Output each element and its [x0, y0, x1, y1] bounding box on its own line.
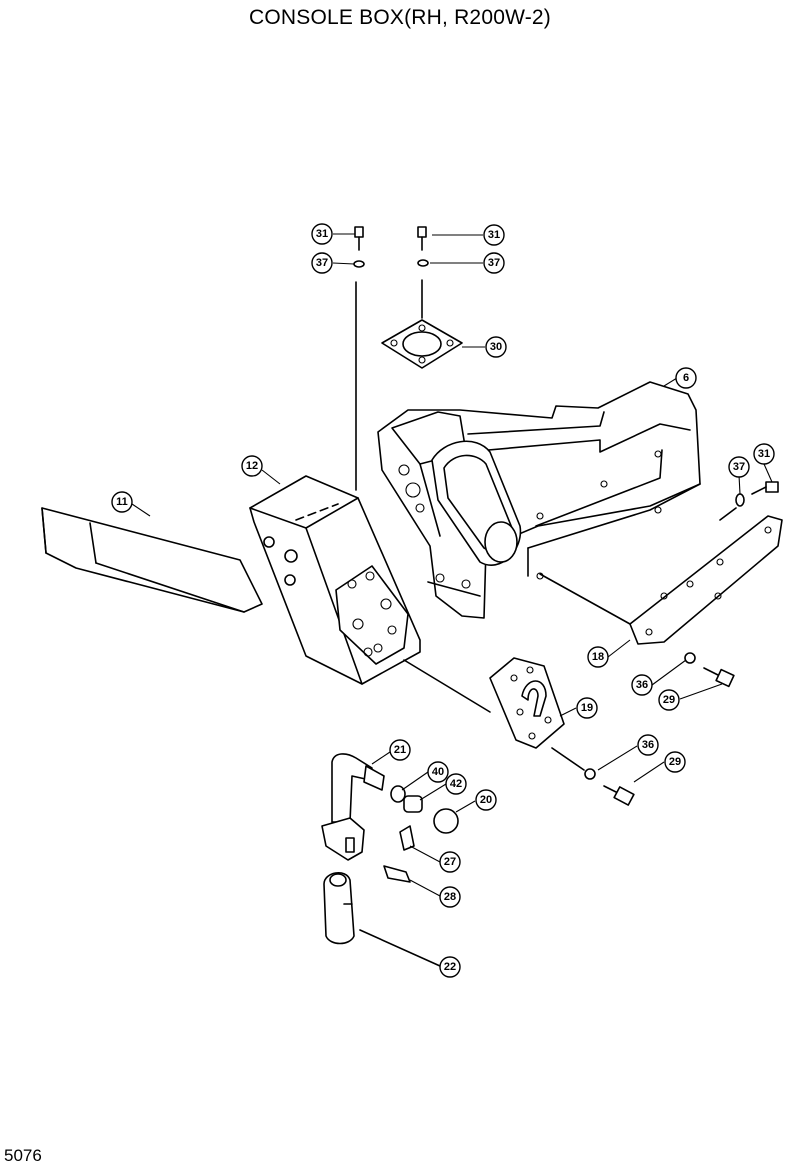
svg-text:21: 21: [394, 744, 406, 756]
callout-20: 20: [475, 789, 497, 811]
svg-text:22: 22: [444, 961, 456, 973]
callout-31-top-left: 31: [311, 223, 333, 245]
callout-37-top-right: 37: [483, 252, 505, 274]
callout-36-lower: 36: [637, 734, 659, 756]
svg-text:20: 20: [480, 794, 492, 806]
callout-11: 11: [111, 491, 133, 513]
callout-21: 21: [389, 739, 411, 761]
callout-29-lower: 29: [664, 751, 686, 773]
callout-27: 27: [439, 851, 461, 873]
callout-18: 18: [587, 646, 609, 668]
svg-text:37: 37: [488, 257, 500, 269]
svg-text:31: 31: [316, 228, 328, 240]
callout-30: 30: [485, 336, 507, 358]
callout-36-upper: 36: [631, 674, 653, 696]
lower-assembly: [321, 753, 459, 967]
svg-text:11: 11: [116, 496, 128, 508]
bolts-right: [719, 481, 779, 521]
svg-text:29: 29: [669, 756, 681, 768]
svg-text:18: 18: [592, 651, 604, 663]
svg-text:37: 37: [733, 461, 745, 473]
svg-text:12: 12: [246, 460, 258, 472]
callout-19: 19: [576, 697, 598, 719]
callout-37-right: 37: [728, 456, 750, 478]
callout-6: 6: [675, 367, 697, 389]
callout-28: 28: [439, 886, 461, 908]
page-number: 5076: [4, 1146, 42, 1165]
svg-text:36: 36: [642, 739, 654, 751]
svg-text:37: 37: [316, 257, 328, 269]
bolt-29b: [584, 768, 635, 806]
callout-22: 22: [439, 956, 461, 978]
bolts-top: [353, 226, 429, 491]
callout-37-top-left: 37: [311, 252, 333, 274]
callout-29-upper: 29: [658, 689, 680, 711]
svg-text:31: 31: [488, 229, 500, 241]
callout-40: 40: [427, 761, 449, 783]
part-19-flange: [403, 657, 585, 771]
svg-text:42: 42: [450, 778, 462, 790]
callout-12: 12: [241, 455, 263, 477]
part-30-plate: [381, 319, 463, 369]
bolt-29a: [684, 652, 735, 688]
callout-31-top-right: 31: [483, 224, 505, 246]
part-12-block: [249, 475, 421, 685]
part-11-cover: [41, 507, 263, 613]
callout-42: 42: [445, 773, 467, 795]
svg-text:31: 31: [758, 448, 770, 460]
callout-31-right: 31: [753, 443, 775, 465]
svg-text:40: 40: [432, 766, 444, 778]
svg-text:27: 27: [444, 856, 456, 868]
leader-lines: [131, 233, 773, 897]
svg-text:28: 28: [444, 891, 456, 903]
svg-text:19: 19: [581, 702, 593, 714]
svg-text:30: 30: [490, 341, 502, 353]
page-title: CONSOLE BOX(RH, R200W-2): [249, 6, 551, 29]
part-18-side-plate: [539, 515, 783, 645]
svg-text:6: 6: [683, 372, 689, 384]
part-6-console-frame: [377, 381, 701, 619]
svg-text:36: 36: [636, 679, 648, 691]
svg-text:29: 29: [663, 694, 675, 706]
